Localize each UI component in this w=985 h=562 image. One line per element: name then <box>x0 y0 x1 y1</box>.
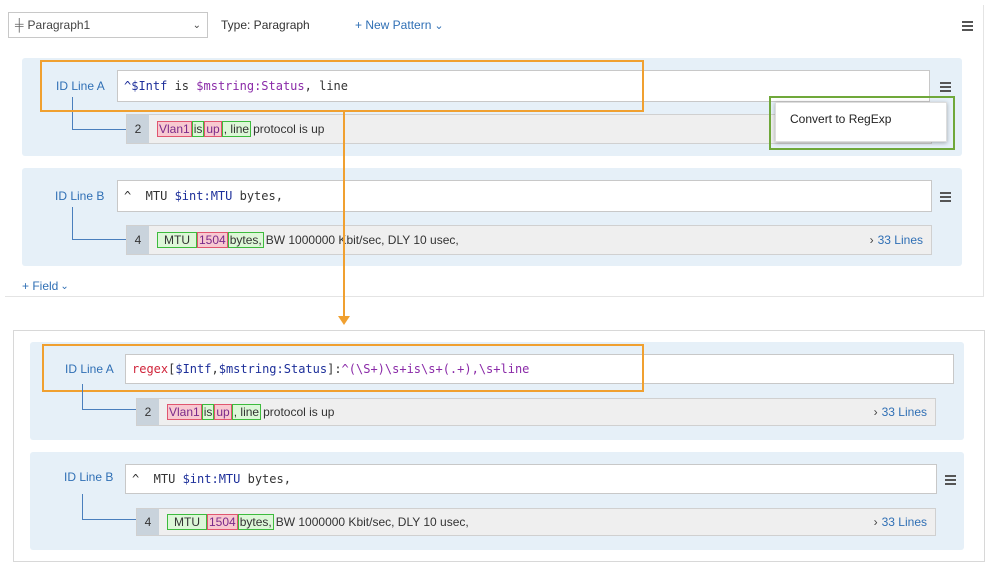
arrow-head-icon <box>338 316 350 325</box>
arrow-line <box>343 112 345 318</box>
new-pattern-button[interactable]: + New Pattern ⌄ <box>355 18 444 32</box>
pattern-var: $mstring:Status <box>196 79 305 93</box>
highlight-box <box>40 60 644 112</box>
sample-text: Vlan1 is up , line protocol is up <box>149 121 326 137</box>
token-bytes: bytes, <box>227 232 264 248</box>
top-line-a-label: ID Line A <box>56 79 105 93</box>
sample-rest: protocol is up <box>263 405 335 419</box>
pattern-var: $mstring:Status <box>218 362 328 376</box>
token-mtu-label: MTU <box>157 232 197 248</box>
top-line-b-label: ID Line B <box>55 189 105 203</box>
token-mtu: 1504 <box>207 514 238 530</box>
pattern-var: ^$Intf <box>124 79 168 93</box>
sample-line-number: 2 <box>127 115 149 143</box>
top-panel <box>5 5 984 297</box>
token-is: is <box>191 121 205 137</box>
lines-link[interactable]: › 33 Lines <box>874 515 927 529</box>
connector-line <box>82 384 136 410</box>
token-line: , line <box>231 404 262 420</box>
chevron-down-icon: ⌄ <box>192 19 201 31</box>
highlight-box <box>769 96 955 150</box>
token-bytes: bytes, <box>237 514 274 530</box>
add-field-button[interactable]: + Field ⌄ <box>22 279 69 293</box>
pattern-var: $int:MTU <box>182 472 241 486</box>
new-pattern-label: + New Pattern <box>355 18 432 32</box>
convert-to-regexp-item[interactable]: Convert to RegExp <box>790 112 892 126</box>
sample-rest: BW 1000000 Kbit/sec, DLY 10 usec, <box>265 233 459 247</box>
token-mtu: 1504 <box>197 232 228 248</box>
token-intf: Vlan1 <box>157 121 192 137</box>
chevron-down-icon: ⌄ <box>60 280 69 292</box>
bottom-line-a-sample[interactable]: 2 Vlan1 is up , line protocol is up › 33… <box>136 398 936 426</box>
sample-text: Vlan1 is up , line protocol is up <box>159 404 336 420</box>
paragraph-select-value: Paragraph1 <box>27 18 91 32</box>
sample-rest: protocol is up <box>253 122 325 136</box>
sample-line-number: 4 <box>137 509 159 535</box>
lines-link[interactable]: › 33 Lines <box>870 233 923 247</box>
bottom-line-a-label: ID Line A <box>65 362 114 376</box>
pattern-text: , <box>211 362 219 376</box>
sample-rest: BW 1000000 Kbit/sec, DLY 10 usec, <box>275 515 469 529</box>
sample-line-number: 2 <box>137 399 159 425</box>
pattern-text: ^ MTU <box>124 189 175 203</box>
chevron-right-icon: › <box>873 515 878 529</box>
chevron-right-icon: › <box>873 405 878 419</box>
pattern-text: ]: <box>327 362 342 376</box>
bottom-line-b-sample[interactable]: 4 MTU 1504 bytes, BW 1000000 Kbit/sec, D… <box>136 508 936 536</box>
sample-text: MTU 1504 bytes, BW 1000000 Kbit/sec, DLY… <box>159 514 471 530</box>
pattern-text: is <box>167 79 197 93</box>
sample-text: MTU 1504 bytes, BW 1000000 Kbit/sec, DLY… <box>149 232 461 248</box>
top-line-b-sample[interactable]: 4 MTU 1504 bytes, BW 1000000 Kbit/sec, D… <box>126 225 932 255</box>
context-menu <box>775 102 947 142</box>
pattern-text: ^ MTU <box>132 472 183 486</box>
toolbar-menu-icon[interactable] <box>962 21 973 31</box>
line-a-menu-icon[interactable] <box>940 82 951 92</box>
bottom-line-a-pattern[interactable]: regex [ $Intf , $mstring:Status ]: ^(\S+… <box>125 354 954 384</box>
type-label: Type: Paragraph <box>221 18 310 32</box>
pattern-text: bytes, <box>240 472 291 486</box>
top-line-b-pattern[interactable]: ^ MTU $int:MTU bytes, <box>117 180 932 212</box>
token-status: up <box>214 404 232 420</box>
lines-link[interactable]: › 33 Lines <box>874 405 927 419</box>
lines-link-label: 33 Lines <box>877 233 923 247</box>
highlight-box <box>42 344 644 392</box>
add-field-label: + Field <box>22 279 59 293</box>
pattern-var: $int:MTU <box>174 189 233 203</box>
token-status: up <box>204 121 222 137</box>
connector-line <box>72 207 126 240</box>
token-intf: Vlan1 <box>167 404 202 420</box>
connector-line <box>72 97 126 130</box>
lines-link-label: 33 Lines <box>881 405 927 419</box>
bottom-line-b-label: ID Line B <box>64 470 114 484</box>
pattern-text: [ <box>168 362 176 376</box>
line-b-menu-icon[interactable] <box>945 475 956 485</box>
pattern-regex: ^(\S+)\s+is\s+(.+),\s+line <box>341 362 530 376</box>
pattern-text: , line <box>304 79 348 93</box>
top-line-a-pattern[interactable]: ^$Intf is $mstring:Status , line <box>117 70 930 102</box>
pattern-var: $Intf <box>175 362 212 376</box>
lines-link-label: 33 Lines <box>881 515 927 529</box>
paragraph-icon: ╪ <box>15 18 24 32</box>
chevron-right-icon: › <box>869 233 874 247</box>
token-mtu-label: MTU <box>167 514 207 530</box>
connector-line <box>82 494 136 520</box>
chevron-down-icon: ⌄ <box>434 19 444 32</box>
token-is: is <box>201 404 215 420</box>
pattern-text: bytes, <box>232 189 283 203</box>
line-b-menu-icon[interactable] <box>940 192 951 202</box>
paragraph-select[interactable]: ╪ Paragraph1 ⌄ <box>8 12 208 38</box>
pattern-keyword: regex <box>132 362 169 376</box>
sample-line-number: 4 <box>127 226 149 254</box>
bottom-line-b-pattern[interactable]: ^ MTU $int:MTU bytes, <box>125 464 937 494</box>
token-line: , line <box>221 121 252 137</box>
